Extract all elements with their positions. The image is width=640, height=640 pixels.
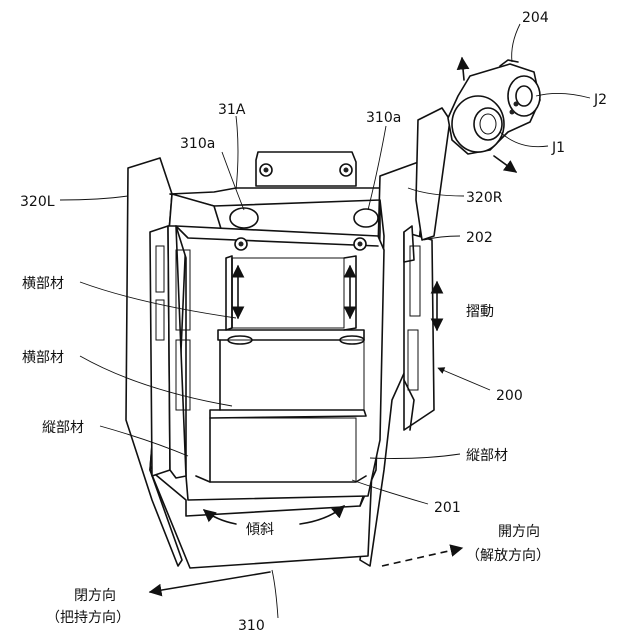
label-horizontal-member-2: 横部材: [22, 350, 64, 366]
top-bracket-31A: [256, 152, 356, 186]
ref-J2: J2: [593, 92, 607, 108]
ref-310a-right: 310a: [366, 110, 401, 126]
ref-J1: J1: [551, 140, 565, 156]
label-open-direction: 開方向: [498, 524, 540, 540]
sliding-member-202: [404, 108, 450, 430]
ref-320L: 320L: [20, 194, 55, 210]
label-close-direction-sub: （把持方向）: [46, 610, 130, 626]
label-vertical-member-right: 縦部材: [466, 448, 508, 464]
ref-31A: 31A: [218, 102, 246, 118]
ref-201: 201: [434, 500, 461, 516]
ref-200: 200: [496, 388, 523, 404]
rollers-310a: [230, 208, 378, 228]
label-open-direction-sub: （解放方向）: [466, 548, 550, 564]
ref-320R: 320R: [466, 190, 503, 206]
label-sliding: 摺動: [466, 304, 494, 320]
label-inclination: 傾斜: [246, 522, 274, 538]
ref-202: 202: [466, 230, 493, 246]
ref-310a-left: 310a: [180, 136, 215, 152]
ref-204: 204: [522, 10, 549, 26]
grip-plate-201: [176, 226, 384, 500]
label-vertical-member-left: 縦部材: [42, 420, 84, 436]
joint-assembly-204: [448, 60, 540, 154]
label-close-direction: 閉方向: [74, 588, 116, 604]
label-horizontal-member-1: 横部材: [22, 276, 64, 292]
ref-310: 310: [238, 618, 265, 634]
